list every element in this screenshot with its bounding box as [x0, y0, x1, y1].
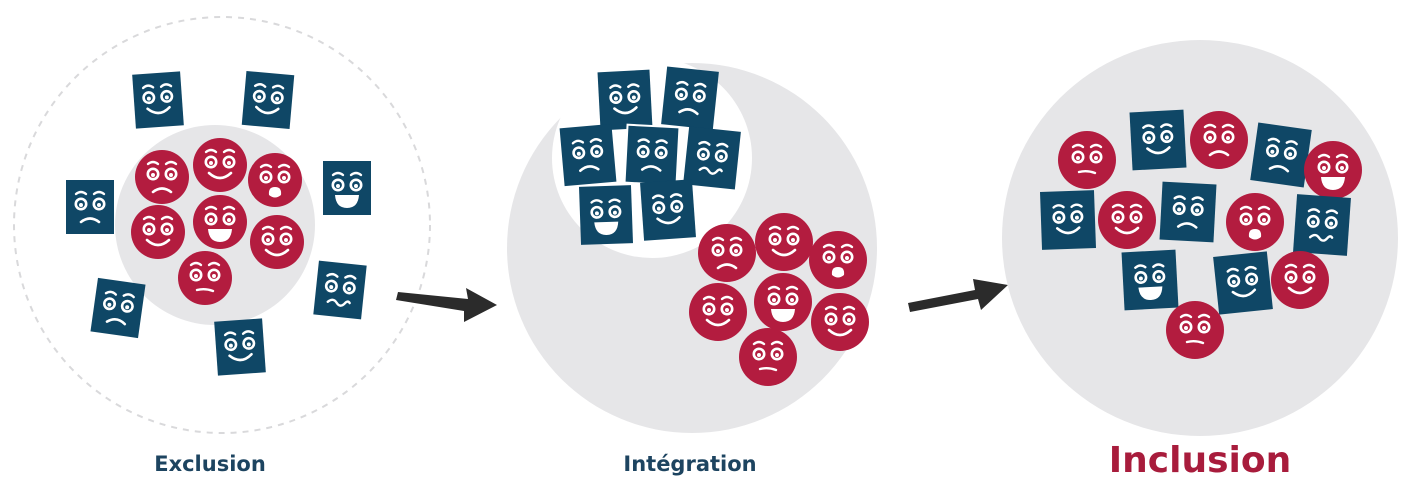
label-exclusion: Exclusion: [154, 452, 266, 476]
circle-face: [1304, 141, 1362, 199]
square-face: [683, 126, 741, 190]
circle-face: [739, 328, 797, 386]
square-face: [90, 277, 146, 339]
square-face: [214, 318, 266, 376]
circle-face: [1166, 301, 1224, 359]
circle-face: [754, 273, 812, 331]
exclusion-panel: [13, 16, 431, 434]
square-face: [1121, 249, 1179, 311]
circle-face: [135, 150, 189, 204]
circle-face: [809, 231, 867, 289]
circle-face: [250, 215, 304, 269]
square-face: [132, 71, 184, 129]
circle-face: [193, 195, 247, 249]
circle-face: [689, 283, 747, 341]
square-face: [1040, 190, 1096, 250]
integration-panel: [507, 58, 877, 433]
square-face: [323, 161, 371, 215]
arrow-right-icon: [908, 279, 1008, 312]
square-face: [597, 69, 653, 131]
circle-face: [1058, 131, 1116, 189]
exclusion-outer-ring: [13, 16, 431, 434]
square-face: [661, 66, 719, 130]
arrow-right-icon: [396, 288, 497, 322]
square-face: [66, 180, 114, 234]
square-face: [313, 260, 367, 320]
square-face: [579, 185, 633, 245]
circle-face: [1190, 111, 1248, 169]
circle-face: [811, 293, 869, 351]
circle-face: [1271, 251, 1329, 309]
circle-face: [178, 251, 232, 305]
square-face: [1159, 181, 1217, 243]
circle-face: [193, 138, 247, 192]
label-inclusion: Inclusion: [1108, 440, 1292, 481]
square-face: [1293, 194, 1351, 256]
circle-face: [248, 153, 302, 207]
square-face: [640, 179, 696, 241]
circle-face: [1226, 193, 1284, 251]
square-face: [623, 123, 681, 187]
circle-face: [1098, 191, 1156, 249]
inclusion-panel: [1002, 40, 1398, 436]
square-face: [1250, 122, 1312, 188]
square-face: [1213, 251, 1273, 315]
circle-face: [131, 205, 185, 259]
square-face: [559, 123, 617, 187]
label-integration: Intégration: [623, 452, 757, 476]
square-face: [1129, 109, 1187, 171]
square-face: [241, 71, 295, 129]
circle-face: [698, 224, 756, 282]
circle-face: [755, 213, 813, 271]
